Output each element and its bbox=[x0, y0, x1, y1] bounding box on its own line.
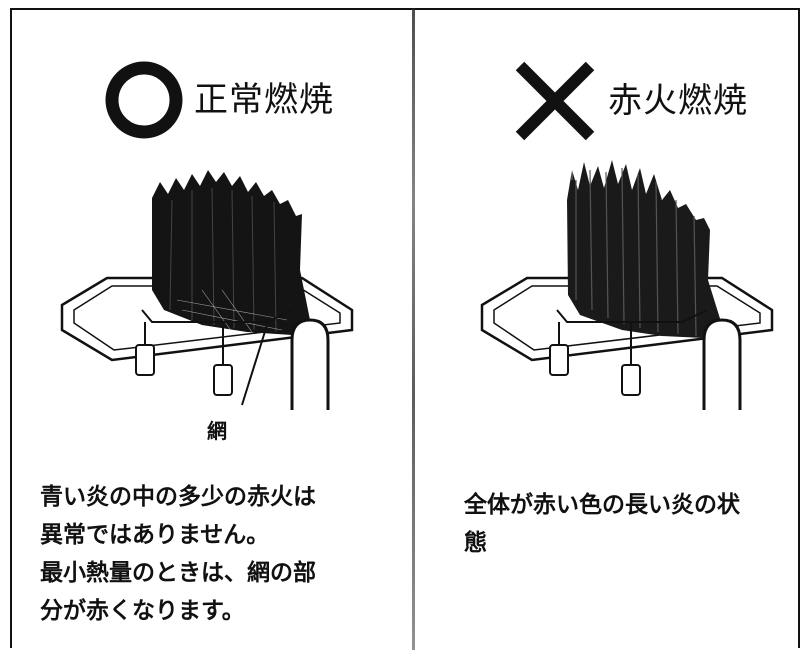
burner-normal-flame-illustration bbox=[60, 170, 354, 410]
normal-combustion-caption: 青い炎の中の多少の赤火は 異常ではありません。 最小熱量のときは、網の部 分が赤… bbox=[40, 478, 390, 630]
caption-line: 最小熱量のときは、網の部 bbox=[40, 560, 316, 586]
red-flame-combustion-heading: 赤火燃焼 bbox=[512, 58, 748, 144]
panel-divider bbox=[412, 8, 415, 650]
red-flame-combustion-panel: 赤火燃焼 全体が赤い色の長い炎の状 態 bbox=[416, 10, 798, 646]
caption-line: 態 bbox=[464, 530, 487, 556]
caption-line: 分が赤くなります。 bbox=[40, 598, 245, 624]
red-flame-combustion-caption: 全体が赤い色の長い炎の状 態 bbox=[464, 486, 784, 562]
caption-line: 異常ではありません。 bbox=[40, 522, 270, 548]
normal-combustion-panel: 正常燃焼 網 青い炎の中の多少の赤火は 異 bbox=[12, 10, 410, 646]
caption-line: 全体が赤い色の長い炎の状 bbox=[464, 492, 740, 518]
normal-combustion-title: 正常燃焼 bbox=[194, 80, 334, 120]
page-frame bbox=[10, 8, 800, 648]
x-cross-icon bbox=[515, 61, 595, 141]
burner-red-flame-illustration bbox=[480, 160, 774, 410]
circle-icon bbox=[105, 61, 183, 139]
caption-line: 青い炎の中の多少の赤火は bbox=[40, 484, 316, 510]
red-flame-combustion-title: 赤火燃焼 bbox=[608, 81, 748, 121]
normal-combustion-heading: 正常燃焼 bbox=[104, 60, 334, 140]
mesh-label: 網 bbox=[207, 419, 227, 443]
